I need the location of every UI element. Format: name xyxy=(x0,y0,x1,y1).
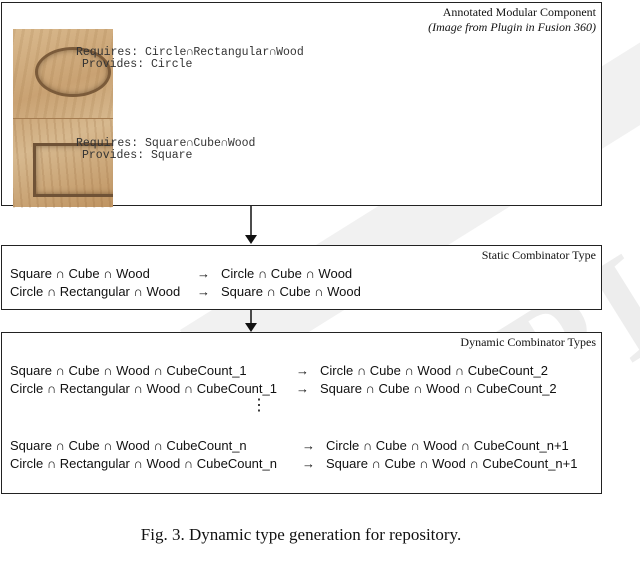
dynamic-row-2-arrow: → xyxy=(296,381,309,396)
dynamic-row-2-from: Circle ∩ Rectangular ∩ Wood ∩ CubeCount_… xyxy=(10,381,277,396)
dynamic-row-3-from: Square ∩ Cube ∩ Wood ∩ CubeCount_n xyxy=(10,438,247,453)
component-subtitle: (Image from Plugin in Fusion 360) xyxy=(428,20,596,34)
static-row-2: Circle ∩ Rectangular ∩ Wood → Square ∩ C… xyxy=(10,283,361,368)
dynamic-row-4-arrow: → xyxy=(302,456,315,471)
component-photo xyxy=(13,29,113,208)
component-title: Annotated Modular Component xyxy=(442,5,596,19)
vertical-ellipsis: ⋮ xyxy=(251,397,267,414)
circle-provides-label: Provides: Circle xyxy=(82,58,193,71)
dynamic-box: Dynamic Combinator Types Square ∩ Cube ∩… xyxy=(1,332,602,494)
static-box: Static Combinator Type Square ∩ Cube ∩ W… xyxy=(1,245,602,310)
dynamic-row-4: Circle ∩ Rectangular ∩ Wood ∩ CubeCount_… xyxy=(10,455,577,540)
dynamic-row-2-to: Square ∩ Cube ∩ Wood ∩ CubeCount_2 xyxy=(320,381,557,396)
dynamic-row-1-to: Circle ∩ Cube ∩ Wood ∩ CubeCount_2 xyxy=(320,363,548,378)
figure-caption: Fig. 3. Dynamic type generation for repo… xyxy=(140,525,462,544)
dynamic-row-4-to: Square ∩ Cube ∩ Wood ∩ CubeCount_n+1 xyxy=(326,456,578,471)
square-part-image xyxy=(13,118,113,208)
static-row-1: Square ∩ Cube ∩ Wood → Circle ∩ Cube ∩ W… xyxy=(10,265,352,350)
dynamic-row-1: Square ∩ Cube ∩ Wood ∩ CubeCount_1 → Cir… xyxy=(10,362,548,447)
dynamic-row-4-from: Circle ∩ Rectangular ∩ Wood ∩ CubeCount_… xyxy=(10,456,277,471)
dynamic-row-2: Circle ∩ Rectangular ∩ Wood ∩ CubeCount_… xyxy=(10,380,557,465)
square-provides-label: Provides: Square xyxy=(82,149,193,162)
static-row-1-from: Square ∩ Cube ∩ Wood xyxy=(10,266,150,281)
static-box-title: Static Combinator Type xyxy=(481,248,596,262)
dynamic-row-1-arrow: → xyxy=(296,363,309,378)
circle-cut-shape xyxy=(35,47,111,97)
arrow-component-to-static xyxy=(245,206,257,244)
dynamic-row-3-arrow: → xyxy=(302,438,315,453)
dynamic-row-1-from: Square ∩ Cube ∩ Wood ∩ CubeCount_1 xyxy=(10,363,247,378)
component-box-title: Annotated Modular Component (Image from … xyxy=(428,5,596,35)
static-row-2-to: Square ∩ Cube ∩ Wood xyxy=(221,284,361,299)
circle-requires-label: Requires: Circle∩Rectangular∩Wood xyxy=(76,46,304,59)
dynamic-row-3-to: Circle ∩ Cube ∩ Wood ∩ CubeCount_n+1 xyxy=(326,438,569,453)
arrow-static-to-dynamic xyxy=(245,310,257,332)
dynamic-row-3: Square ∩ Cube ∩ Wood ∩ CubeCount_n → Cir… xyxy=(10,437,569,522)
circle-part-image xyxy=(13,29,113,118)
static-row-1-arrow: → xyxy=(197,266,210,281)
square-requires-label: Requires: Square∩Cube∩Wood xyxy=(76,137,256,150)
static-row-2-arrow: → xyxy=(197,284,210,299)
square-cut-shape xyxy=(33,143,113,197)
dynamic-box-title: Dynamic Combinator Types xyxy=(460,335,596,349)
component-box: Annotated Modular Component (Image from … xyxy=(1,2,602,208)
static-row-2-from: Circle ∩ Rectangular ∩ Wood xyxy=(10,284,181,299)
static-row-1-to: Circle ∩ Cube ∩ Wood xyxy=(221,266,353,281)
